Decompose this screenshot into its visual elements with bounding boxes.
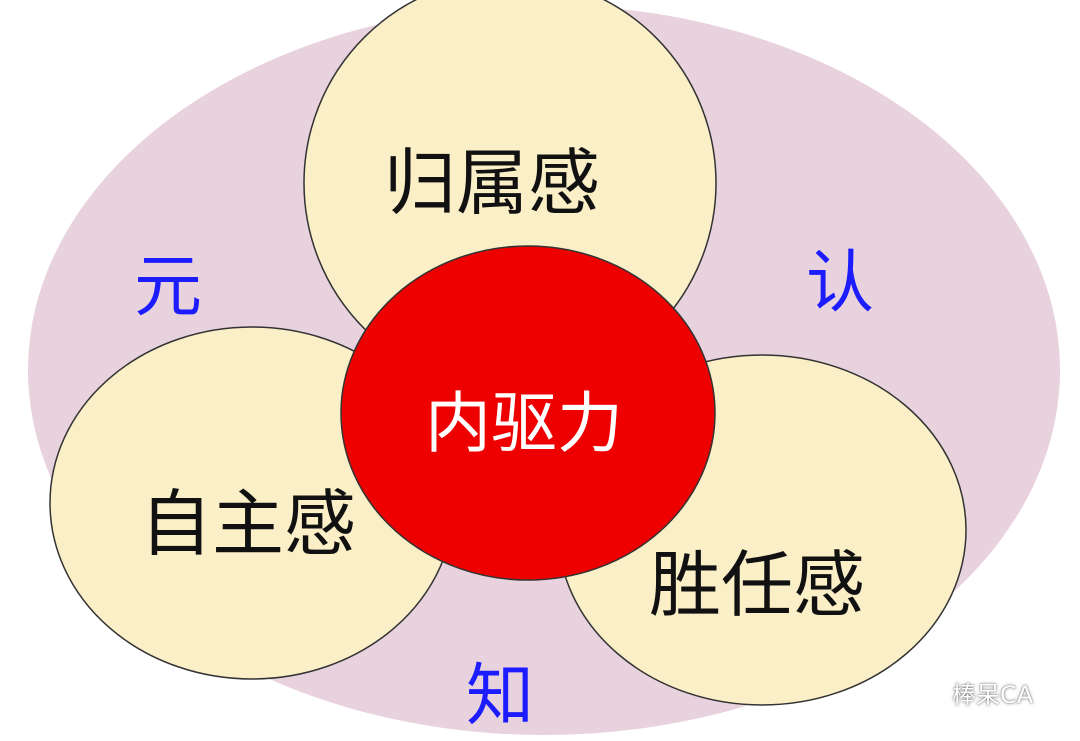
belonging-label: 归属感 [384,141,600,225]
competence-label: 胜任感 [649,543,865,627]
meta-char-zhi: 知 [466,657,534,736]
autonomy-label: 自主感 [140,482,356,566]
watermark-label: 棒呆CA [952,680,1034,709]
meta-char-ren: 认 [806,244,874,323]
wechat-icon [901,676,943,709]
watermark: 棒呆CA [900,672,1033,712]
core-drive-circle [340,245,716,581]
meta-char-yuan: 元 [134,248,202,327]
core-drive-label: 内驱力 [425,385,623,462]
